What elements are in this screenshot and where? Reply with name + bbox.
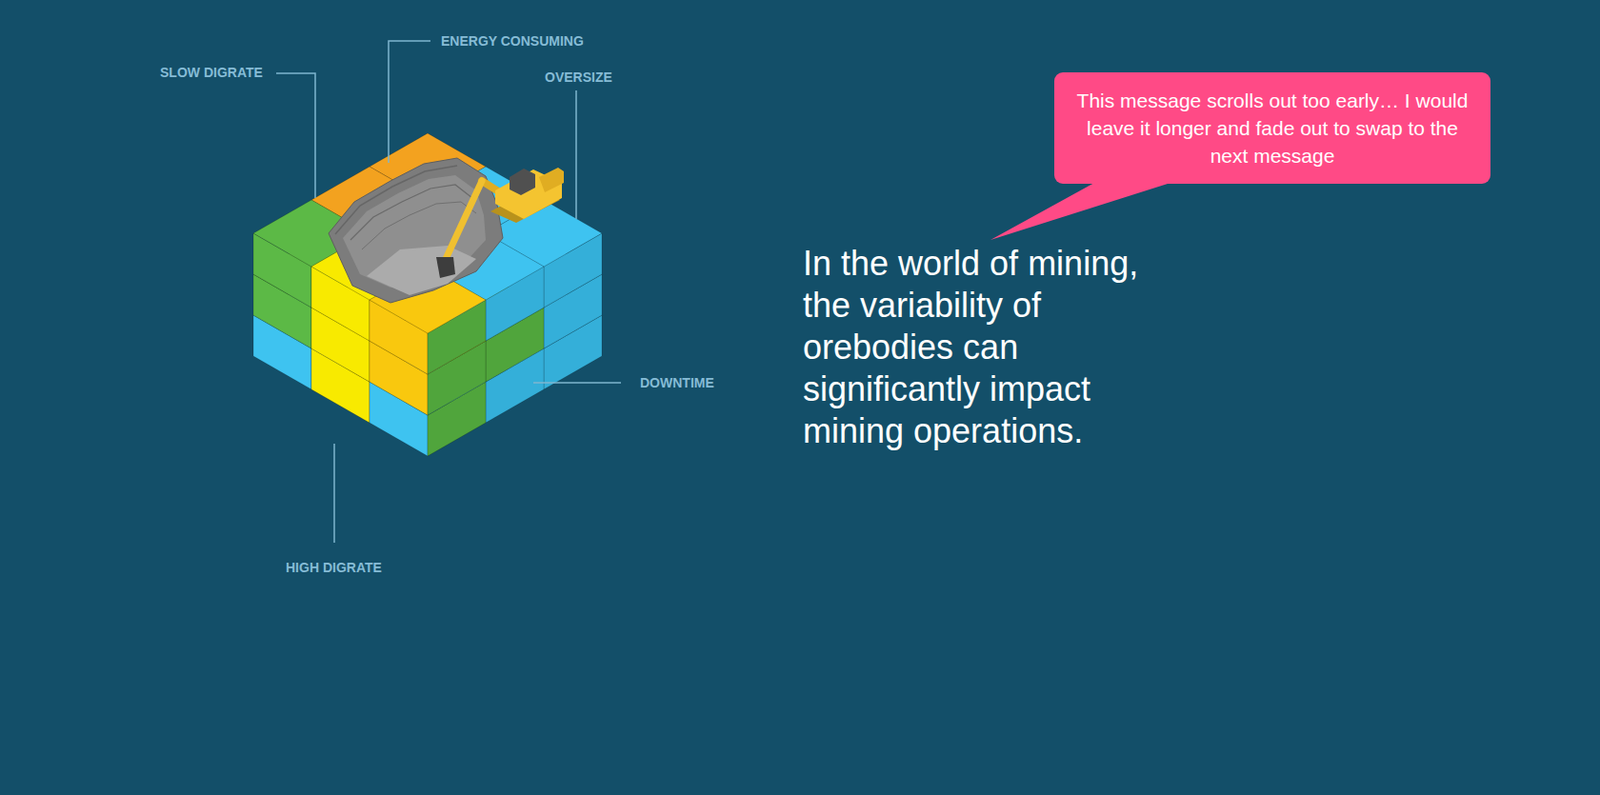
block-cube — [253, 133, 602, 457]
intro-text-block: In the world of mining, the variability … — [802, 242, 1184, 453]
callout-tail — [990, 177, 1189, 240]
leader-label-block: DOWNTIME — [640, 374, 715, 392]
leader-label: OVERSIZE — [544, 68, 613, 86]
leader-lines — [276, 40, 621, 543]
excavator — [436, 167, 564, 279]
leader-label: ENERGY CONSUMING — [440, 32, 584, 50]
leader-label-block: SLOW DIGRATE — [160, 63, 263, 81]
leader-label: DOWNTIME — [640, 374, 715, 392]
intro-text: In the world of mining, the variability … — [802, 242, 1184, 453]
leader-label-block: ENERGY CONSUMING — [440, 32, 584, 50]
leader-label: SLOW DIGRATE — [160, 63, 263, 81]
callout-box: This message scrolls out too early… I wo… — [1054, 72, 1491, 184]
leader-label-block: HIGH DIGRATE — [285, 559, 382, 577]
callout-text: This message scrolls out too early… I wo… — [1073, 86, 1472, 170]
leader-label-block: OVERSIZE — [544, 68, 613, 86]
open-pit — [328, 158, 503, 303]
leader-label: HIGH DIGRATE — [285, 559, 382, 577]
